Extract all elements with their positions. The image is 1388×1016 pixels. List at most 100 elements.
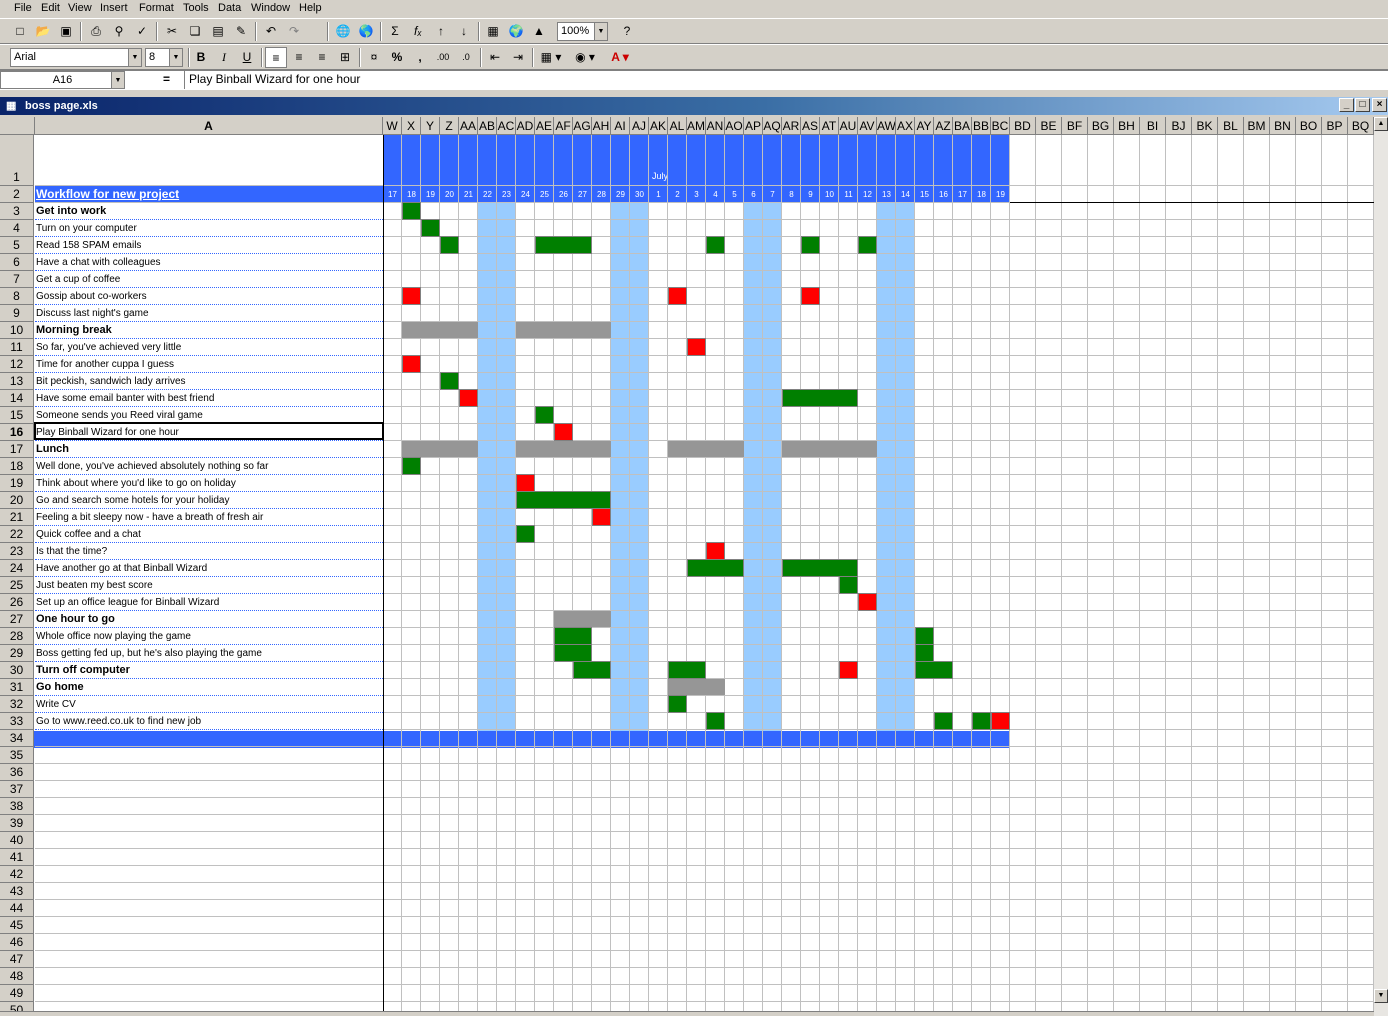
col-header-a[interactable]: A <box>35 117 383 135</box>
paste-icon[interactable]: ▤ <box>212 24 224 38</box>
row-header[interactable]: 18 <box>0 458 34 475</box>
row-header[interactable]: 36 <box>0 764 34 781</box>
col-header-aa[interactable]: AA <box>459 117 478 135</box>
col-header-bj[interactable]: BJ <box>1166 117 1192 135</box>
col-header-bi[interactable]: BI <box>1140 117 1166 135</box>
drawing-icon[interactable]: ▲ <box>533 24 545 38</box>
autosum-icon[interactable]: Σ <box>391 24 399 38</box>
sort-descending-icon[interactable]: ↓ <box>461 24 467 38</box>
task-cell[interactable]: Boss getting fed up, but he's also playi… <box>35 645 383 662</box>
col-header-ao[interactable]: AO <box>725 117 744 135</box>
open-icon[interactable]: 📂 <box>35 24 51 38</box>
col-header-bn[interactable]: BN <box>1270 117 1296 135</box>
task-cell[interactable]: Quick coffee and a chat <box>35 526 383 543</box>
row-header[interactable]: 9 <box>0 305 34 322</box>
col-header-bl[interactable]: BL <box>1218 117 1244 135</box>
row-header[interactable]: 11 <box>0 339 34 356</box>
fill-color-icon[interactable]: ◉ ▾ <box>575 50 595 64</box>
row-header[interactable]: 28 <box>0 628 34 645</box>
row-header[interactable]: 40 <box>0 832 34 849</box>
task-cell[interactable]: So far, you've achieved very little <box>35 339 383 356</box>
row-header[interactable]: 1 <box>0 135 34 186</box>
task-cell[interactable]: One hour to go <box>35 611 383 628</box>
copy-icon[interactable]: ❏ <box>189 24 201 38</box>
menu-edit[interactable]: Edit <box>41 2 60 14</box>
col-header-bm[interactable]: BM <box>1244 117 1270 135</box>
task-cell[interactable]: Just beaten my best score <box>35 577 383 594</box>
italic-icon[interactable]: I <box>222 50 226 64</box>
col-header-av[interactable]: AV <box>858 117 877 135</box>
row-header[interactable]: 15 <box>0 407 34 424</box>
cut-icon[interactable]: ✂ <box>166 24 178 38</box>
task-cell[interactable]: Feeling a bit sleepy now - have a breath… <box>35 509 383 526</box>
row-header[interactable]: 7 <box>0 271 34 288</box>
maximize-icon[interactable]: □ <box>1355 98 1370 112</box>
row-header[interactable]: 47 <box>0 951 34 968</box>
row-header[interactable]: 49 <box>0 985 34 1002</box>
task-cell[interactable]: Read 158 SPAM emails <box>35 237 383 254</box>
chart-wizard-icon[interactable]: ▦ <box>487 24 499 38</box>
row-header[interactable]: 42 <box>0 866 34 883</box>
vertical-scrollbar[interactable]: ▲ ▼ <box>1374 117 1388 1016</box>
web-icon[interactable]: 🌐 <box>335 24 351 38</box>
task-cell[interactable]: Think about where you'd like to go on ho… <box>35 475 383 492</box>
col-header-bq[interactable]: BQ <box>1348 117 1374 135</box>
decrease-decimal-icon[interactable]: .0 <box>462 52 470 62</box>
spelling-icon[interactable]: ✓ <box>136 24 148 38</box>
task-cell[interactable]: Is that the time? <box>35 543 383 560</box>
row-header[interactable]: 20 <box>0 492 34 509</box>
scroll-up-icon[interactable]: ▲ <box>1374 117 1388 131</box>
row-header[interactable]: 14 <box>0 390 34 407</box>
col-header-ah[interactable]: AH <box>592 117 611 135</box>
row-header[interactable]: 17 <box>0 441 34 458</box>
col-header-ba[interactable]: BA <box>953 117 972 135</box>
increase-decimal-icon[interactable]: .00 <box>436 52 450 62</box>
sort-ascending-icon[interactable]: ↑ <box>438 24 444 38</box>
new-icon[interactable]: □ <box>16 24 24 38</box>
row-header[interactable]: 21 <box>0 509 34 526</box>
row-header[interactable]: 25 <box>0 577 34 594</box>
task-cell[interactable]: Turn on your computer <box>35 220 383 237</box>
menu-window[interactable]: Window <box>251 2 291 14</box>
name-box[interactable]: A16▼ <box>0 71 125 89</box>
task-cell[interactable]: Write CV <box>35 696 383 713</box>
task-cell[interactable]: Get into work <box>35 203 383 220</box>
row-header[interactable]: 10 <box>0 322 34 339</box>
row-header[interactable]: 5 <box>0 237 34 254</box>
task-cell[interactable]: Time for another cuppa I guess <box>35 356 383 373</box>
row-header[interactable]: 41 <box>0 849 34 866</box>
task-cell[interactable]: Set up an office league for Binball Wiza… <box>35 594 383 611</box>
align-center-icon[interactable]: ≡ <box>295 50 303 64</box>
align-left-icon[interactable]: ≡ <box>265 47 287 68</box>
align-right-icon[interactable]: ≡ <box>318 50 326 64</box>
row-header[interactable]: 35 <box>0 747 34 764</box>
row-header[interactable]: 32 <box>0 696 34 713</box>
task-cell[interactable]: Gossip about co-workers <box>35 288 383 305</box>
task-cell[interactable]: Go home <box>35 679 383 696</box>
menu-view[interactable]: View <box>68 2 92 14</box>
row-header[interactable]: 16 <box>0 424 34 441</box>
function-icon[interactable]: fₓ <box>414 24 422 38</box>
col-header-bb[interactable]: BB <box>972 117 991 135</box>
col-header-ax[interactable]: AX <box>896 117 915 135</box>
col-header-bf[interactable]: BF <box>1062 117 1088 135</box>
task-cell[interactable]: Lunch <box>35 441 383 458</box>
percent-icon[interactable]: % <box>391 50 403 64</box>
col-header-x[interactable]: X <box>402 117 421 135</box>
task-cell[interactable]: Whole office now playing the game <box>35 628 383 645</box>
col-header-am[interactable]: AM <box>687 117 706 135</box>
menu-file[interactable]: File <box>14 2 32 14</box>
col-header-bk[interactable]: BK <box>1192 117 1218 135</box>
row-header[interactable]: 12 <box>0 356 34 373</box>
row-header[interactable]: 4 <box>0 220 34 237</box>
menu-data[interactable]: Data <box>218 2 242 14</box>
col-header-at[interactable]: AT <box>820 117 839 135</box>
active-cell-outline[interactable] <box>34 422 384 440</box>
task-cell[interactable]: Have a chat with colleagues <box>35 254 383 271</box>
row-header[interactable]: 33 <box>0 713 34 730</box>
task-cell[interactable]: Well done, you've achieved absolutely no… <box>35 458 383 475</box>
formula-input[interactable]: Play Binball Wizard for one hour <box>184 71 1388 89</box>
row-header[interactable]: 26 <box>0 594 34 611</box>
task-cell[interactable]: Discuss last night's game <box>35 305 383 322</box>
zoom-select[interactable]: 100%▼ <box>557 22 608 41</box>
